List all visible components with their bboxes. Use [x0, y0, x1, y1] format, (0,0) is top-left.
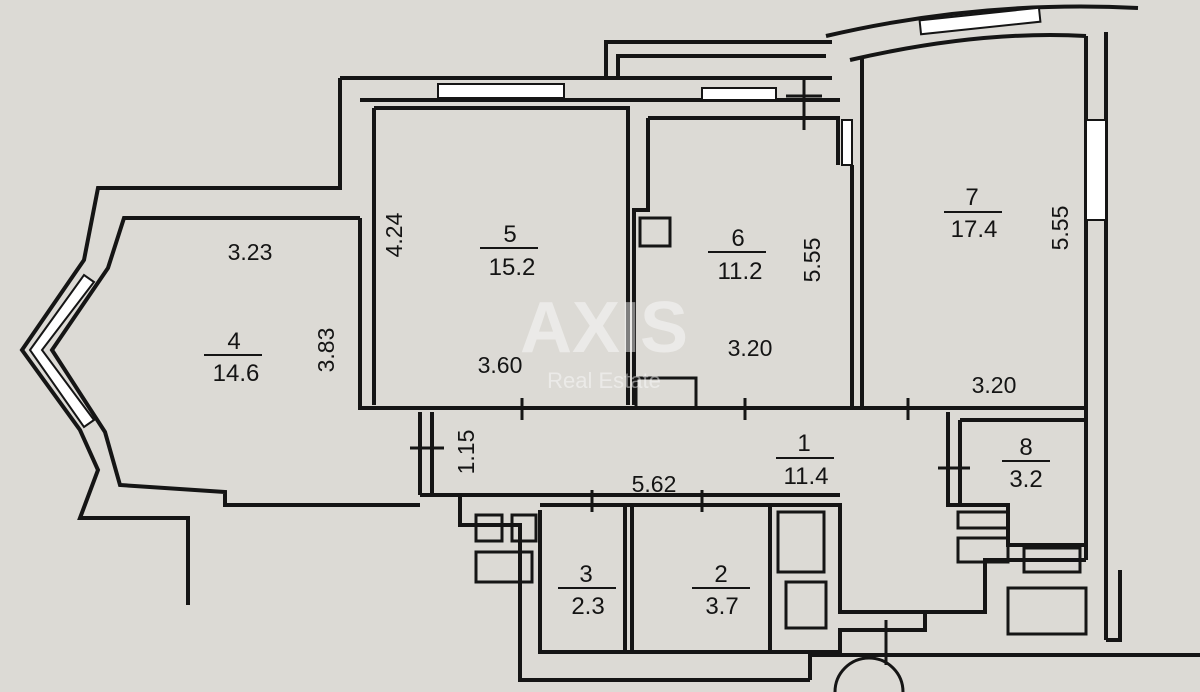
- shaft-room6-bottom: [634, 376, 698, 410]
- fixtures: [474, 216, 1088, 692]
- dimension-label: 3.83: [313, 328, 339, 373]
- room-number: 2: [714, 561, 727, 588]
- dimension-label: 3.60: [478, 352, 523, 378]
- dimension-label: 1.15: [453, 430, 479, 475]
- dimension-label: 5.62: [632, 471, 677, 497]
- fixture-box: [956, 536, 1010, 564]
- fixture-box: [474, 550, 534, 584]
- window-room4-bay: [28, 273, 96, 429]
- window-room7-side: [1085, 119, 1107, 221]
- window-room7: [918, 6, 1042, 36]
- room-area: 3.7: [705, 593, 738, 620]
- room-area: 11.4: [784, 463, 829, 490]
- room-number: 3: [579, 561, 592, 588]
- fixture-box: [1006, 586, 1088, 636]
- stair-arc: [833, 656, 905, 692]
- room-area: 11.2: [718, 258, 763, 285]
- window-room5: [437, 83, 565, 99]
- dimension-label: 5.55: [799, 238, 825, 283]
- window-balcony: [841, 119, 853, 166]
- fixture-box: [956, 510, 1010, 530]
- bathtub: [776, 510, 826, 574]
- room-number: 7: [965, 184, 978, 211]
- room-area: 14.6: [213, 360, 260, 387]
- dimension-label: 3.20: [728, 335, 773, 361]
- dimension-label: 3.23: [228, 239, 273, 265]
- dimension-label: 4.24: [381, 212, 407, 257]
- room-labels: 5 15.2 6 11.2 7 17.4 4 14.6 1 11.4 8 3.2…: [213, 184, 1043, 620]
- door-marks: [410, 80, 970, 665]
- room-number: 6: [731, 225, 744, 252]
- watermark-sub: Real Estate: [547, 368, 661, 393]
- room-area: 15.2: [489, 254, 536, 281]
- windows: [28, 6, 1107, 429]
- room-number: 5: [503, 221, 516, 248]
- watermark-brand: AXIS: [520, 288, 688, 368]
- room-number: 8: [1019, 434, 1032, 461]
- watermark: AXIS Real Estate: [520, 288, 688, 393]
- underlines: [204, 211, 1050, 589]
- dimension-label: 3.20: [972, 372, 1017, 398]
- dimension-labels: 3.23 3.83 4.24 3.60 5.55 3.20 5.55 3.20 …: [228, 206, 1073, 497]
- fixture-box: [1022, 546, 1082, 574]
- room-number: 1: [797, 430, 810, 457]
- window-room6: [701, 87, 777, 101]
- fixture-box: [474, 513, 504, 543]
- room-area: 17.4: [951, 216, 998, 243]
- toilet: [784, 580, 828, 630]
- fixture-box: [510, 513, 538, 543]
- interior-walls: [358, 58, 1086, 652]
- room-number: 4: [227, 328, 240, 355]
- shaft-room6: [638, 216, 672, 248]
- room-area: 2.3: [571, 593, 604, 620]
- dimension-label: 5.55: [1047, 206, 1073, 251]
- room-area: 3.2: [1009, 466, 1042, 493]
